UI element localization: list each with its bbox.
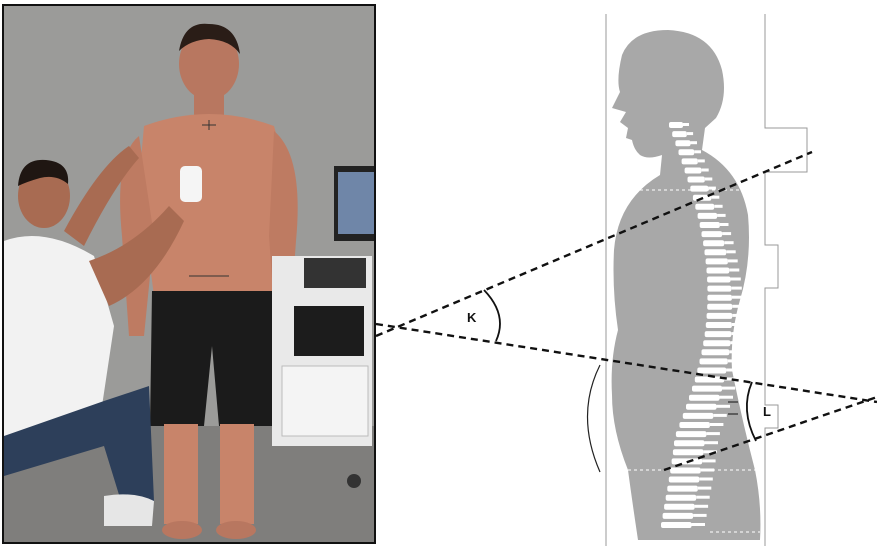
vertebra — [679, 149, 695, 155]
vertebra — [682, 158, 698, 164]
vertebra-process — [699, 478, 713, 481]
vertebra-process — [724, 241, 733, 244]
vertebra — [672, 131, 687, 137]
vertebra — [695, 377, 724, 383]
vertebra-process — [732, 296, 743, 299]
vertebra — [674, 440, 705, 446]
vertebra-process — [722, 232, 731, 235]
vertebra-process — [691, 141, 698, 144]
vertebra-process — [720, 223, 729, 226]
panel-right-edge — [765, 14, 807, 546]
vertebra — [703, 340, 730, 346]
vertebra-process — [730, 341, 742, 344]
angle-l-arc — [747, 382, 756, 441]
vertebra — [663, 513, 694, 519]
angle-k-label: K — [467, 310, 477, 325]
vertebra-process — [710, 423, 724, 426]
vertebra — [707, 286, 731, 292]
vertebra — [673, 449, 704, 455]
vertebra — [688, 177, 705, 183]
vertebra-process — [729, 350, 741, 353]
vertebra-process — [696, 496, 710, 499]
vertebra — [707, 313, 733, 319]
vertebra-process — [732, 305, 743, 308]
vertebra-process — [729, 269, 739, 272]
vertebra — [669, 122, 683, 128]
vertebra — [667, 486, 698, 492]
vertebra-process — [683, 123, 689, 126]
vertebra-process — [717, 214, 726, 217]
vertebra — [664, 504, 695, 510]
vertebra — [702, 231, 723, 237]
vertebra — [685, 168, 702, 174]
vertebra-process — [713, 414, 727, 417]
vertebra-process — [698, 159, 705, 162]
vertebra-process — [693, 514, 707, 517]
vertebra-process — [732, 314, 743, 317]
vertebra-process — [726, 250, 736, 253]
vertebra — [683, 413, 714, 419]
vertebra — [697, 368, 726, 374]
vertebra-process — [722, 387, 735, 390]
vertebra — [705, 331, 732, 337]
vertebra-process — [728, 359, 741, 362]
vertebra — [661, 522, 692, 528]
vertebra-process — [731, 332, 743, 335]
vertebra — [703, 240, 724, 246]
vertebra-process — [731, 278, 741, 281]
vertebra-process — [702, 459, 716, 462]
vertebra-process — [731, 287, 742, 290]
vertebra — [675, 140, 690, 146]
vertebra — [705, 249, 727, 255]
vertebra — [689, 395, 720, 401]
vertebra — [700, 358, 728, 364]
vertebra-process — [698, 487, 712, 490]
vertebra-process — [732, 323, 744, 326]
vertebra-process — [717, 405, 731, 408]
vertebra-process — [692, 523, 706, 526]
abdomen-bracket — [588, 365, 601, 472]
vertebra — [707, 268, 730, 274]
vertebra-process — [706, 432, 720, 435]
vertebra — [692, 386, 722, 392]
vertebra-process — [701, 169, 708, 172]
vertebra — [707, 277, 730, 283]
vertebra — [695, 204, 714, 210]
vertebra — [700, 222, 720, 228]
vertebra — [707, 304, 732, 310]
vertebra-process — [705, 178, 713, 181]
vertebra-process — [726, 369, 739, 372]
vertebra — [669, 477, 700, 483]
vertebra — [707, 295, 732, 301]
vertebra-process — [714, 205, 722, 208]
vertebra-process — [705, 441, 719, 444]
vertebra — [706, 322, 732, 328]
vertebra — [690, 186, 708, 192]
vertebra-process — [708, 187, 716, 190]
vertebra-process — [720, 396, 734, 399]
angle-l-label: L — [763, 404, 771, 419]
vertebra-process — [728, 259, 738, 262]
angle-k-arc — [484, 290, 500, 341]
vertebra-process — [694, 150, 701, 153]
vertebra-process — [687, 132, 693, 135]
vertebra — [679, 422, 710, 428]
vertebra — [702, 349, 730, 355]
vertebra-process — [695, 505, 709, 508]
vertebra — [706, 258, 728, 264]
vertebra — [698, 213, 718, 219]
vertebra-process — [711, 196, 719, 199]
vertebra — [686, 404, 717, 410]
vertebra — [676, 431, 707, 437]
vertebra — [666, 495, 697, 501]
